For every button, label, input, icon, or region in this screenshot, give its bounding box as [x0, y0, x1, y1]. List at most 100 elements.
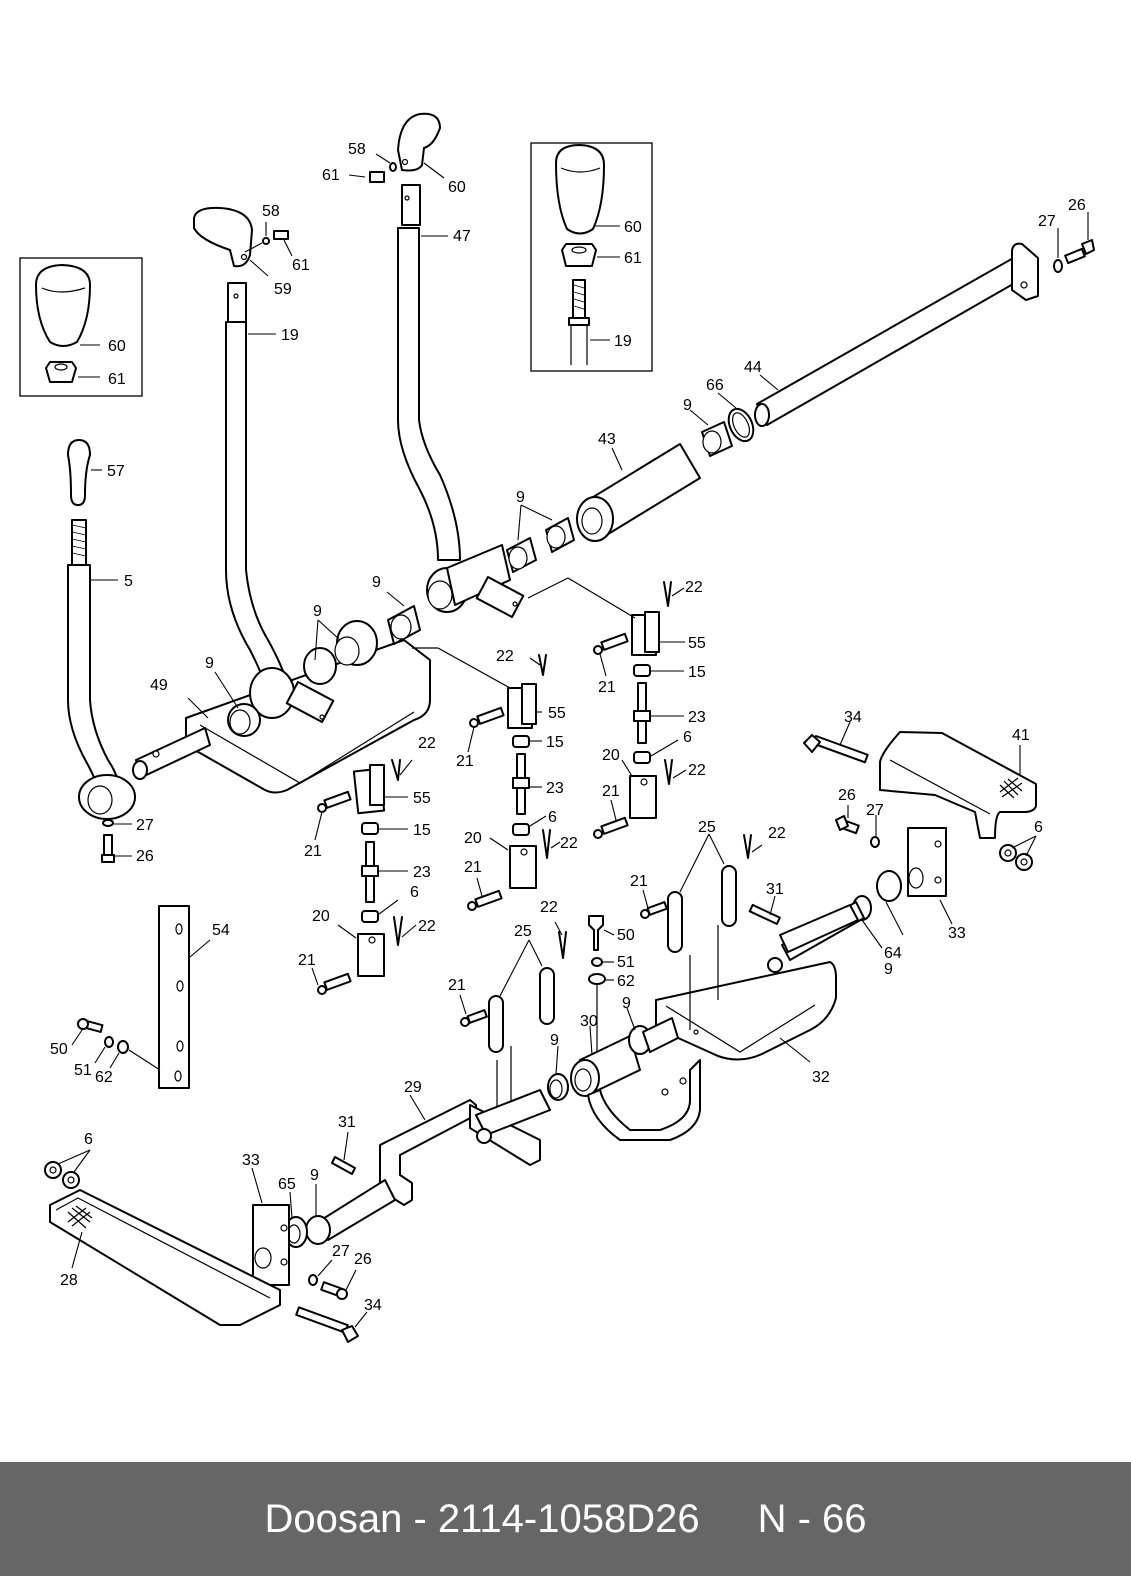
callout-label: 20: [312, 908, 330, 925]
callout-label: 6: [1034, 819, 1043, 836]
callout-label: 34: [364, 1297, 382, 1314]
handle-60-top: [397, 112, 441, 172]
clevis-set-right: [527, 577, 687, 839]
callout-label: 60: [448, 179, 466, 196]
callout-label: 20: [464, 830, 482, 847]
callout-label: 9: [884, 961, 893, 978]
callout-label: 27: [332, 1243, 350, 1260]
callout-label: 26: [354, 1251, 372, 1268]
callout-label: 9: [310, 1167, 319, 1184]
callout-label: 21: [448, 977, 466, 994]
tube-43: [576, 443, 701, 542]
callout-label: 25: [698, 819, 716, 836]
bushings-9: [386, 504, 575, 645]
callout-label: 44: [744, 359, 762, 376]
callout-label: 6: [683, 729, 692, 746]
pedal-28: [49, 1189, 281, 1326]
callout-label: 54: [212, 922, 230, 939]
callout-label: 62: [617, 973, 635, 990]
callout-label: 61: [322, 167, 340, 184]
clevis-set-left: [311, 759, 417, 995]
pedal-41: [879, 731, 1037, 839]
callout-label: 6: [84, 1131, 93, 1148]
knob-60-inset-right: [555, 144, 605, 235]
callout-label: 50: [50, 1041, 68, 1058]
callout-label: 27: [1038, 213, 1056, 230]
callout-label: 41: [1012, 727, 1030, 744]
callout-label: 19: [281, 327, 299, 344]
callout-label: 57: [107, 463, 125, 480]
bar-54-assembly: [71, 905, 211, 1089]
callout-label: 27: [136, 817, 154, 834]
nut-61-inset-right: [561, 243, 597, 267]
callout-label: 62: [95, 1069, 113, 1086]
callout-label: 30: [580, 1013, 598, 1030]
callout-label: 6: [548, 809, 557, 826]
callout-label: 21: [464, 859, 482, 876]
callout-label: 51: [74, 1062, 92, 1079]
callout-label: 9: [550, 1032, 559, 1049]
callout-label: 21: [598, 679, 616, 696]
nut-61-inset-left: [45, 361, 77, 383]
knob-60-inset-left: [35, 264, 91, 347]
callout-label: 21: [602, 783, 620, 800]
callout-label: 22: [540, 899, 558, 916]
inset-box-knob-left: [19, 257, 143, 397]
callout-label: 55: [413, 790, 431, 807]
bracket-49: [132, 619, 431, 794]
knob-57: [67, 439, 91, 506]
callout-label: 19: [614, 333, 632, 350]
callout-label: 49: [150, 677, 168, 694]
callout-label: 61: [624, 250, 642, 267]
callout-label: 47: [453, 228, 471, 245]
callout-label: 15: [688, 664, 706, 681]
callout-label: 51: [617, 954, 635, 971]
callout-label: 60: [108, 338, 126, 355]
callout-label: 65: [278, 1176, 296, 1193]
threaded-stud-19: [572, 279, 586, 321]
callout-label: 23: [688, 709, 706, 726]
lever-47: [348, 112, 461, 561]
lever-5: [67, 439, 136, 863]
callout-label: 34: [844, 709, 862, 726]
shaft-44-assembly: [689, 212, 1095, 457]
callout-label: 66: [706, 377, 724, 394]
callout-label: 58: [262, 203, 280, 220]
bolt-34-upper: [812, 735, 869, 764]
callout-label: 61: [292, 257, 310, 274]
callout-label: 33: [242, 1152, 260, 1169]
callout-label: 59: [274, 281, 292, 298]
callout-label: 22: [418, 918, 436, 935]
callout-label: 9: [313, 603, 322, 620]
callout-label: 9: [205, 655, 214, 672]
callout-label: 26: [136, 848, 154, 865]
callout-label: 58: [348, 141, 366, 158]
callout-label: 21: [298, 952, 316, 969]
callout-label: 43: [598, 431, 616, 448]
callout-label: 55: [548, 705, 566, 722]
callout-label: 21: [304, 843, 322, 860]
callout-label: 64: [884, 945, 902, 962]
callout-label: 15: [413, 822, 431, 839]
callout-label: 28: [60, 1272, 78, 1289]
handle-59: [193, 206, 253, 268]
callout-label: 21: [456, 753, 474, 770]
callout-label: 27: [866, 802, 884, 819]
callout-label: 61: [108, 371, 126, 388]
footer-caption: Doosan - 2114-1058D26 N - 66: [0, 1462, 1131, 1576]
inset-box-knob-right: [530, 142, 653, 372]
brand-part-number: Doosan - 2114-1058D26: [264, 1496, 700, 1541]
callout-label: 22: [560, 835, 578, 852]
callout-label: 26: [838, 787, 856, 804]
callout-label: 15: [546, 734, 564, 751]
callout-label: 50: [617, 927, 635, 944]
callout-label: 26: [1068, 197, 1086, 214]
callout-label: 33: [948, 925, 966, 942]
callout-label: 55: [688, 635, 706, 652]
callout-label: 9: [516, 489, 525, 506]
frame-29-and-pedal-28: [44, 1089, 551, 1343]
callout-label: 29: [404, 1079, 422, 1096]
callout-label: 25: [514, 923, 532, 940]
callout-label: 9: [683, 397, 692, 414]
callout-label: 21: [630, 873, 648, 890]
